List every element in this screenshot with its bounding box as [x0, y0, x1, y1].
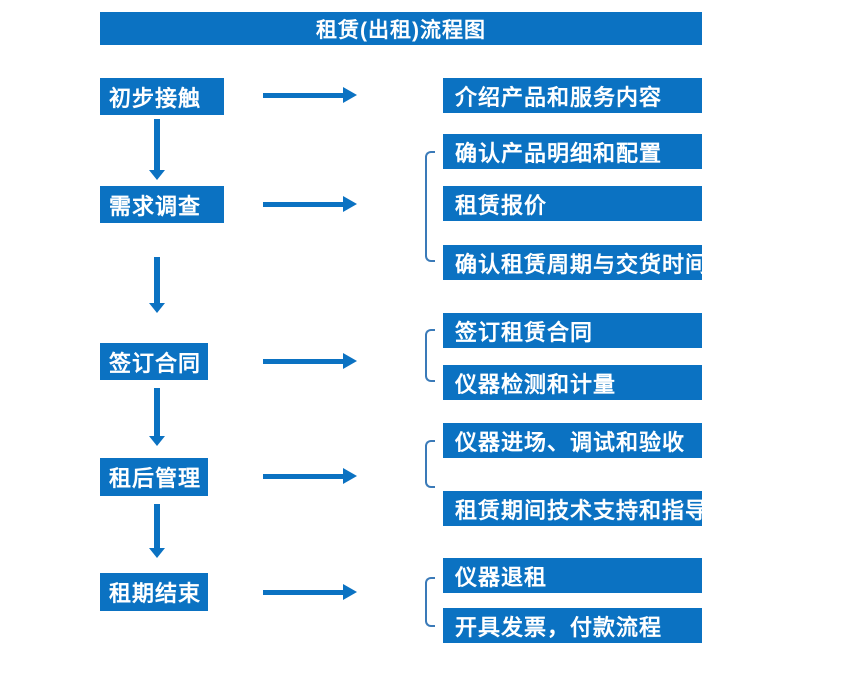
arrow-right-icon — [263, 584, 357, 600]
stage-box-post-rental-management: 租后管理 — [100, 458, 208, 496]
output-box-instrument-arrival: 仪器进场、调试和验收 — [443, 423, 702, 458]
stage-box-demand-survey: 需求调查 — [100, 186, 224, 223]
output-box-introduce-products: 介绍产品和服务内容 — [443, 78, 702, 113]
arrow-shaft — [154, 257, 160, 304]
arrow-shaft — [263, 474, 345, 479]
arrow-shaft — [263, 93, 345, 98]
arrow-head — [343, 196, 357, 212]
output-box-instrument-testing: 仪器检测和计量 — [443, 365, 702, 400]
arrow-head — [149, 548, 165, 558]
stage-box-rental-end: 租期结束 — [100, 573, 208, 611]
output-box-instrument-return: 仪器退租 — [443, 558, 702, 593]
arrow-right-icon — [263, 353, 357, 369]
arrow-head — [343, 468, 357, 484]
arrow-shaft — [263, 590, 345, 595]
arrow-head — [343, 584, 357, 600]
arrow-head — [149, 436, 165, 446]
bracket-group-rental-end — [425, 577, 435, 627]
arrow-down-icon — [149, 119, 165, 180]
output-box-technical-support: 租赁期间技术支持和指导 — [443, 491, 707, 526]
output-box-confirm-period-delivery: 确认租赁周期与交货时间 — [443, 245, 707, 280]
flowchart-title: 租赁(出租)流程图 — [100, 12, 702, 45]
arrow-right-icon — [263, 87, 357, 103]
stage-box-sign-contract: 签订合同 — [100, 343, 208, 380]
arrow-down-icon — [149, 504, 165, 558]
arrow-shaft — [154, 504, 160, 549]
arrow-right-icon — [263, 468, 357, 484]
bracket-group-sign-contract — [425, 329, 435, 382]
arrow-shaft — [263, 202, 345, 207]
arrow-head — [343, 87, 357, 103]
arrow-down-icon — [149, 388, 165, 446]
output-box-sign-rental-contract: 签订租赁合同 — [443, 313, 702, 348]
arrow-right-icon — [263, 196, 357, 212]
bracket-group-demand-survey — [425, 151, 435, 262]
arrow-shaft — [263, 359, 345, 364]
arrow-shaft — [154, 388, 160, 437]
arrow-head — [149, 170, 165, 180]
output-box-confirm-product-details: 确认产品明细和配置 — [443, 134, 702, 169]
output-box-rental-quote: 租赁报价 — [443, 186, 702, 221]
output-box-invoice-payment: 开具发票，付款流程 — [443, 608, 702, 643]
stage-box-initial-contact: 初步接触 — [100, 78, 224, 115]
arrow-head — [149, 303, 165, 313]
bracket-group-post-rental — [425, 440, 435, 488]
arrow-shaft — [154, 119, 160, 171]
arrow-down-icon — [149, 257, 165, 313]
arrow-head — [343, 353, 357, 369]
